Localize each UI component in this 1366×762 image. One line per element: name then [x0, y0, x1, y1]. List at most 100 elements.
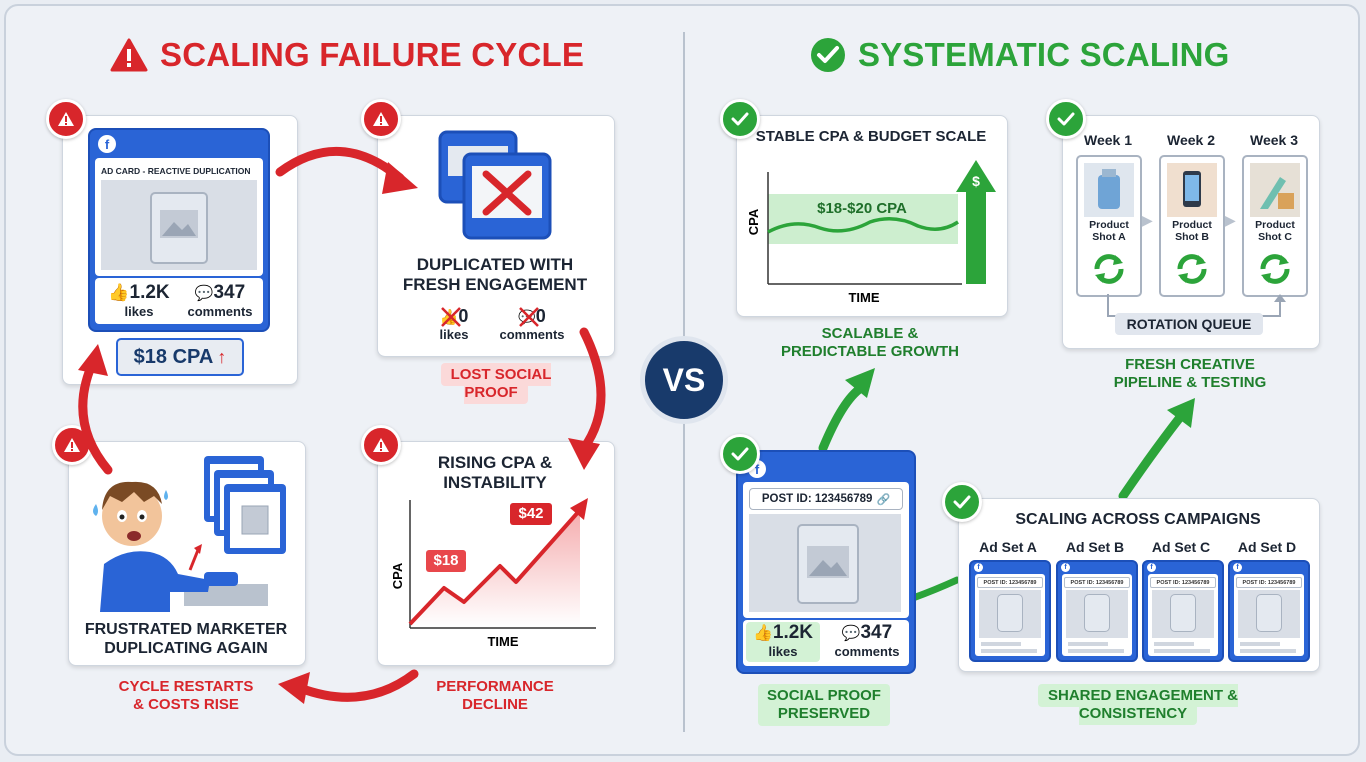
shared-engagement-caption: SHARED ENGAGEMENT & CONSISTENCY	[978, 684, 1298, 725]
product-phone-icon	[1167, 163, 1217, 217]
systematic-scaling-title: SYSTEMATIC SCALING	[810, 36, 1230, 74]
start-cpa-tag: $18	[426, 550, 466, 572]
post-id-field: POST ID: 123456789 🔗	[749, 488, 903, 510]
ad-set-label-b: Ad Set B	[1065, 539, 1125, 555]
mini-post-id: POST ID: 123456789	[977, 577, 1043, 588]
arrow-to-ad-card	[78, 355, 113, 475]
week-card-2: Product Shot B	[1159, 155, 1225, 297]
warning-icon	[58, 112, 74, 126]
budget-up-arrow	[956, 160, 996, 284]
comment-bubble-icon: 💬	[194, 285, 214, 302]
link-icon: 🔗	[876, 493, 891, 506]
stable-xlabel: TIME	[848, 290, 879, 305]
crossed-out-icon	[440, 307, 461, 327]
warning-icon	[64, 438, 80, 452]
cpa-tag: $18 CPA ↑	[116, 338, 244, 376]
performance-decline-caption: PERFORMANCE DECLINE	[436, 678, 554, 713]
marketer-title: FRUSTRATED MARKETER DUPLICATING AGAIN	[70, 620, 302, 658]
thumbs-up-icon: 👍	[752, 625, 773, 642]
warning-badge-3	[361, 425, 401, 465]
stable-cpa-line	[767, 217, 959, 234]
scalable-growth-caption: SCALABLE & PREDICTABLE GROWTH	[780, 325, 960, 360]
shot-c-label: Product Shot C	[1255, 219, 1295, 243]
comment-bubble-icon: 💬	[518, 309, 536, 325]
cpa-tag-text: $18 CPA	[133, 345, 214, 368]
frustrated-marketer-illustration	[93, 456, 286, 612]
ad-set-card-a: f POST ID: 123456789	[969, 560, 1051, 662]
thumbs-up-icon: 👍	[108, 283, 130, 302]
mini-post-id: POST ID: 123456789	[1236, 577, 1302, 588]
rising-title: RISING CPA & INSTABILITY	[380, 453, 610, 493]
warning-badge-1	[46, 99, 86, 139]
cycle-arrows	[78, 147, 606, 704]
week-card-3: Product Shot C	[1242, 155, 1308, 297]
stable-cpa-title: STABLE CPA & BUDGET SCALE	[755, 128, 987, 145]
arrow-to-duplicated	[275, 147, 405, 183]
rotation-queue-label: ROTATION QUEUE	[1115, 313, 1263, 335]
check-badge-4	[942, 482, 982, 522]
post-comments-count: 347	[860, 622, 893, 643]
duplicated-likes-label: likes	[439, 327, 469, 342]
systematic-scaling-title-text: SYSTEMATIC SCALING	[858, 36, 1230, 73]
duplicated-comments-label: comments	[499, 327, 565, 342]
refresh-icon	[1094, 254, 1124, 284]
week-label-2: Week 2	[1167, 132, 1215, 148]
end-cpa-tag: $42	[510, 503, 552, 525]
ad-set-card-b: f POST ID: 123456789	[1056, 560, 1138, 662]
failure-cycle-title-text: SCALING FAILURE CYCLE	[160, 36, 585, 73]
post-comments-label: comments	[834, 644, 900, 659]
duplicated-likes: 👍0 likes	[426, 306, 482, 342]
ad-set-label-d: Ad Set D	[1237, 539, 1297, 555]
post-comments: 💬347 comments	[826, 622, 908, 659]
chevron-right-icon: ▶	[1225, 212, 1236, 228]
vs-badge: VS	[640, 336, 728, 424]
duplicated-comments: 💬0 comments	[492, 306, 572, 342]
warning-icon	[373, 438, 389, 452]
product-bottle-icon	[1084, 163, 1134, 217]
mini-post-id: POST ID: 123456789	[1150, 577, 1216, 588]
lost-social-proof-caption: LOST SOCIAL PROOF	[408, 363, 584, 404]
post-ad-card: f POST ID: 123456789 🔗 👍1.2K likes 💬347 …	[736, 450, 916, 674]
rising-title-line2: INSTABILITY	[443, 473, 547, 492]
warning-icon	[110, 38, 148, 72]
checkmark-icon	[1057, 112, 1075, 126]
image-placeholder-icon	[1170, 594, 1196, 632]
image-placeholder-icon	[1256, 594, 1282, 632]
cycle-restarts-caption: CYCLE RESTARTS & COSTS RISE	[118, 678, 254, 713]
checkmark-icon	[953, 495, 971, 509]
facebook-ad-card: f AD CARD - REACTIVE DUPLICATION 👍1.2K l…	[88, 128, 270, 332]
ad-likes: 👍1.2K likes	[104, 282, 174, 319]
comment-bubble-icon: 💬	[841, 625, 861, 642]
facebook-icon: f	[974, 563, 983, 572]
check-badge-3	[720, 434, 760, 474]
checkmark-icon	[731, 447, 749, 461]
refresh-icon	[1177, 254, 1207, 284]
connector-post-to-campaigns	[909, 576, 961, 602]
warning-icon	[373, 112, 389, 126]
likes-count: 1.2K	[129, 282, 170, 303]
duplicated-title: DUPLICATED WITH FRESH ENGAGEMENT	[380, 255, 610, 295]
post-likes-label: likes	[768, 644, 798, 659]
stable-ylabel: CPA	[746, 208, 761, 235]
warning-badge-2	[361, 99, 401, 139]
ad-set-card-c: f POST ID: 123456789	[1142, 560, 1224, 662]
arrow-to-marketer	[295, 669, 419, 702]
growth-arrows	[818, 368, 1195, 602]
duplicated-likes-count: 0	[458, 306, 469, 326]
refresh-icon	[1260, 254, 1290, 284]
rising-title-line1: RISING CPA &	[437, 453, 553, 472]
facebook-icon: f	[1233, 563, 1242, 572]
arrow-up-icon	[570, 498, 588, 520]
check-badge-1	[720, 99, 760, 139]
arrow-to-rotation	[1118, 411, 1186, 501]
fresh-creative-caption: FRESH CREATIVE PIPELINE & TESTING	[1113, 356, 1267, 391]
duplicated-title-line2: FRESH ENGAGEMENT	[402, 275, 588, 294]
comments-label: comments	[187, 304, 253, 319]
crossed-out-icon	[519, 307, 540, 327]
failure-cycle-title: SCALING FAILURE CYCLE	[110, 36, 584, 74]
shot-b-label: Product Shot B	[1172, 219, 1212, 243]
duplicated-title-line1: DUPLICATED WITH	[416, 255, 574, 274]
arrow-up-icon: ↑	[217, 346, 227, 367]
facebook-icon: f	[98, 135, 116, 153]
image-placeholder-icon	[797, 524, 859, 604]
